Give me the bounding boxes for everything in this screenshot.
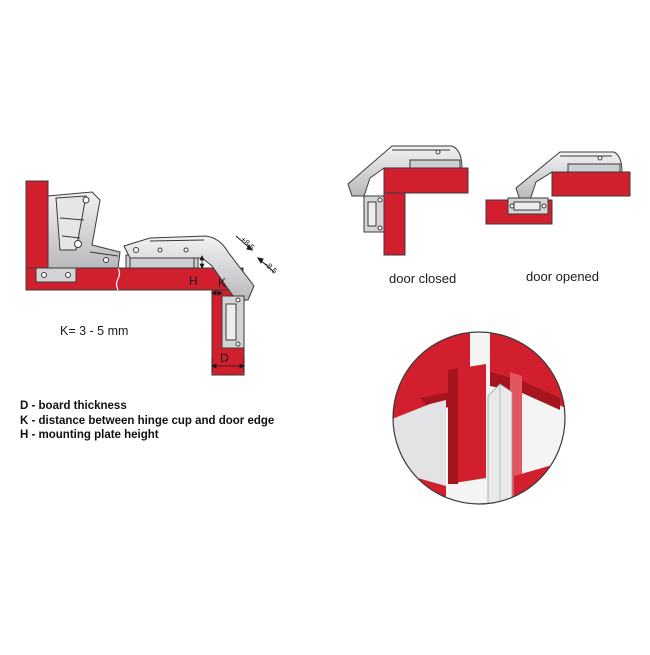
detail-circle (392, 331, 566, 505)
k-dimension (211, 290, 223, 296)
caption-door-opened: door opened (526, 269, 600, 284)
extended-hinge (123, 235, 255, 349)
legend-item-d: D - board thickness (20, 400, 127, 412)
h-label: H (189, 274, 198, 288)
door-opened-illustration (485, 151, 631, 225)
d-label: D (220, 351, 229, 365)
d-dimension (211, 358, 245, 372)
k-label: K (218, 276, 226, 290)
caption-door-closed: door closed (389, 271, 457, 286)
legend-item-k: K - distance between hinge cup and door … (20, 414, 275, 427)
folded-hinge (35, 191, 121, 283)
angle-arrows (235, 235, 275, 273)
angle-plus-label: +8.5 (239, 235, 257, 253)
h-dimension (199, 255, 205, 269)
door-closed-illustration (347, 145, 469, 256)
main-hinge-assembly: +8.5 -8.5 H K D (25, 180, 280, 376)
k-range-formula: K= 3 - 5 mm (60, 324, 129, 338)
angle-minus-label: -8.5 (263, 260, 280, 276)
legend-item-h: H - mounting plate height (20, 429, 159, 441)
legend: D - board thickness K - distance between… (20, 399, 274, 443)
